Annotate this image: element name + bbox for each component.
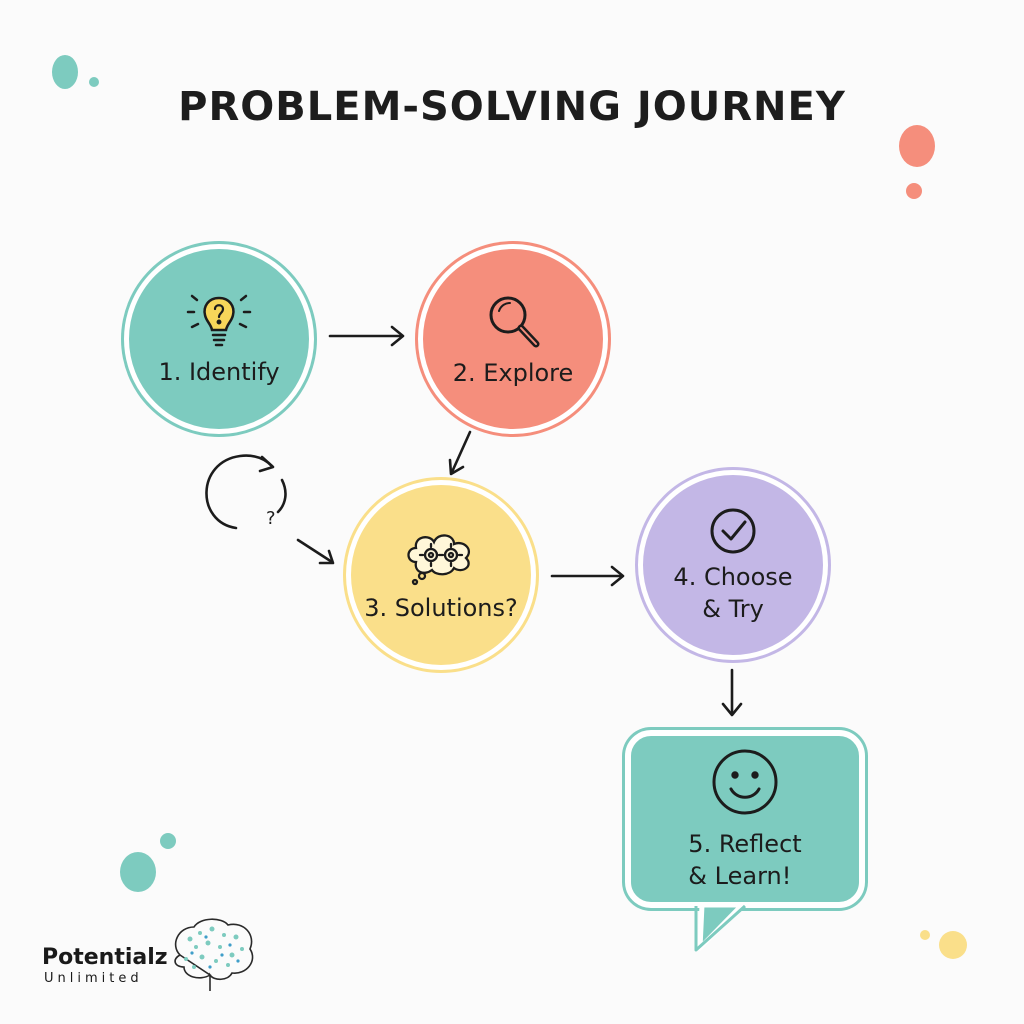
step-explore: 2. Explore	[418, 244, 608, 434]
dot	[52, 55, 78, 89]
check-circle-icon	[705, 505, 761, 561]
loop-arrow-icon	[205, 454, 287, 530]
smiley-face-icon	[709, 746, 781, 822]
step-label: 5. Reflect & Learn!	[688, 830, 802, 890]
arrow-down-right-icon	[296, 538, 335, 565]
step-label: 4. Choose & Try	[673, 563, 793, 623]
dot	[939, 931, 967, 959]
step-identify: 1. Identify	[124, 244, 314, 434]
step-label: 3. Solutions?	[364, 594, 518, 622]
lightbulb-question-icon	[184, 290, 254, 356]
loop-question-mark: ?	[266, 508, 276, 529]
dot	[899, 125, 935, 167]
dot	[906, 183, 922, 199]
dot	[120, 852, 156, 892]
step-reflect-learn: 5. Reflect & Learn!	[625, 730, 865, 908]
logo-tagline: Unlimited	[44, 971, 143, 986]
arrow-down-left-icon	[448, 430, 472, 476]
step-choose-try: 4. Choose & Try	[638, 470, 828, 660]
brain-tree-icon	[166, 915, 260, 999]
thought-gears-icon	[402, 526, 480, 592]
dot	[920, 930, 930, 940]
step-label: 2. Explore	[452, 359, 574, 387]
magnifying-glass-icon	[478, 289, 548, 357]
arrow-down-icon	[721, 668, 743, 717]
arrow-right-icon	[550, 565, 625, 587]
logo-name: Potentialz	[42, 945, 168, 970]
arrow-right-icon	[328, 325, 405, 347]
logo: Potentialz Unlimited	[42, 915, 272, 995]
page-title: PROBLEM-SOLVING JOURNEY	[178, 84, 846, 130]
step-solutions: 3. Solutions?	[346, 480, 536, 670]
dot	[160, 833, 176, 849]
step-label: 1. Identify	[158, 358, 280, 386]
dot	[89, 77, 99, 87]
